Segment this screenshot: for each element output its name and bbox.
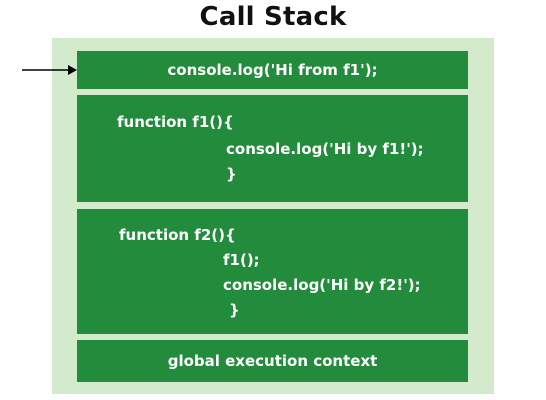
stack-frame-f1: function f1(){ console.log('Hi by f1!');… (77, 95, 468, 202)
stack-frame-line: } (229, 301, 240, 319)
stack-frame-line: console.log('Hi by f1!'); (226, 140, 424, 158)
diagram-title: Call Stack (199, 2, 347, 32)
top-of-stack-arrow-icon (22, 65, 77, 75)
stack-frame-f2: function f2(){ f1(); console.log('Hi by … (77, 209, 468, 334)
stack-frame-line: console.log('Hi by f2!'); (223, 276, 421, 294)
stack-frame-line: console.log('Hi from f1'); (167, 61, 378, 79)
stack-frame-line: function f1(){ (117, 113, 234, 131)
stack-frame-console-log-f1: console.log('Hi from f1'); (77, 51, 468, 89)
stack-frame-line: function f2(){ (119, 226, 236, 244)
stack-frame-line: } (226, 165, 237, 183)
stack-frame-line: global execution context (167, 352, 378, 370)
stack-frame-global-execution-context: global execution context (77, 340, 468, 382)
stack-frame-line: f1(); (223, 251, 260, 269)
